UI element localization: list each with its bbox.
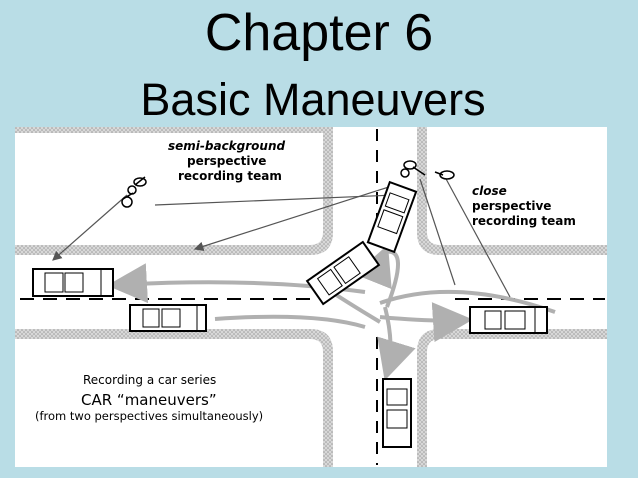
- intersection-diagram: semi-background perspective recording te…: [15, 127, 607, 467]
- close-label-line3: recording team: [472, 214, 576, 228]
- close-label-line1: close: [472, 184, 507, 198]
- caption-line3: (from two perspectives simultaneously): [35, 409, 263, 423]
- semi-label-line3: recording team: [178, 169, 282, 183]
- car-right: [469, 306, 548, 334]
- slide-title: Chapter 6: [204, 4, 434, 62]
- sight-lines: [52, 176, 511, 298]
- recording-team-left-icon: [121, 176, 147, 208]
- car-bottom: [382, 378, 412, 448]
- sidewalk-corners: [15, 127, 607, 467]
- semi-label-line1: semi-background: [168, 139, 285, 153]
- recording-team-right-icon: [400, 160, 455, 180]
- car-left-moving: [129, 304, 207, 332]
- semi-label-line2: perspective: [187, 154, 266, 168]
- car-top-angled: [366, 180, 418, 254]
- car-center-turning: [305, 240, 381, 306]
- car-left-parked: [32, 268, 114, 297]
- slide-subtitle: Basic Maneuvers: [140, 74, 486, 125]
- caption-line2: CAR “maneuvers”: [81, 391, 217, 409]
- caption-line1: Recording a car series: [83, 373, 216, 387]
- close-label-line2: perspective: [472, 199, 551, 213]
